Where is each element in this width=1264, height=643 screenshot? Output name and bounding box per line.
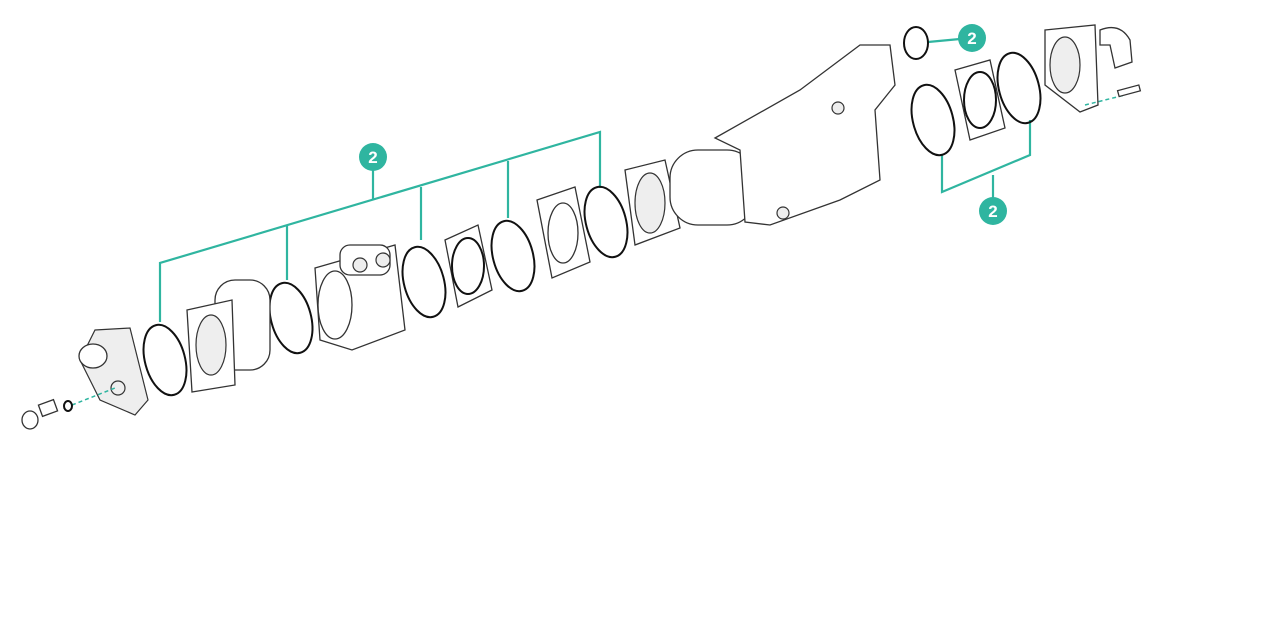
bolt <box>1116 84 1142 98</box>
o-ring <box>910 83 956 157</box>
callout-badge-top: 2 <box>958 24 986 52</box>
end-cap-right <box>1044 24 1133 113</box>
o-ring <box>583 185 629 259</box>
callout-label: 2 <box>988 202 997 221</box>
o-ring-small <box>903 26 929 60</box>
gasket-plate <box>444 224 493 308</box>
callout-bracket-right <box>940 120 1032 200</box>
callout-bracket-left <box>158 130 602 322</box>
cooler-body <box>624 44 896 246</box>
gasket-plate-right <box>954 59 1006 141</box>
baffle-plate <box>536 186 591 279</box>
o-ring <box>268 281 314 355</box>
tube-bundle-left <box>186 279 271 393</box>
end-cap-left <box>78 327 149 416</box>
axis-line-left <box>71 387 116 406</box>
callout-label: 2 <box>368 148 377 167</box>
small-o-ring <box>63 400 73 412</box>
callout-leader-top <box>927 37 961 44</box>
o-ring <box>490 219 536 293</box>
housing <box>314 244 406 351</box>
o-ring <box>996 51 1042 125</box>
o-ring <box>142 323 188 397</box>
callout-badge-right: 2 <box>979 197 1007 225</box>
callout-badge-left: 2 <box>359 143 387 171</box>
drain-plug <box>21 398 59 430</box>
callout-label: 2 <box>967 29 976 48</box>
o-ring <box>401 245 447 319</box>
